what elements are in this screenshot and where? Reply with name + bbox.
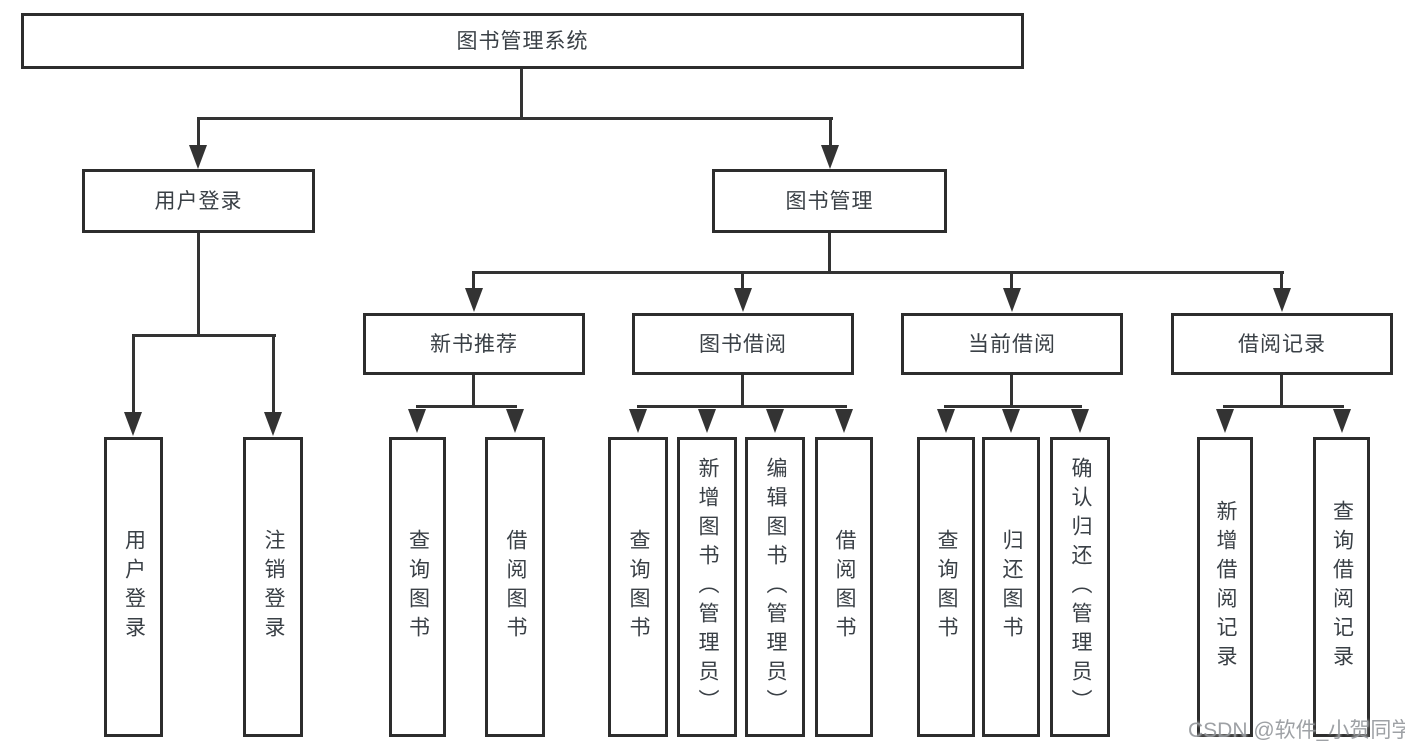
connector-bb-trunk [741,375,744,407]
leaf-query-book-borrow: 查询图书 [608,437,668,737]
leaf-logout: 注销登录 [243,437,303,737]
connector-br-trunk [1280,375,1283,407]
arrow-down-icon [465,288,483,312]
leaf-borrow-book: 借阅图书 [815,437,873,737]
arrow-down-icon [1002,409,1020,433]
node-current-borrow: 当前借阅 [901,313,1123,375]
leaf-query-borrow-record: 查询借阅记录 [1313,437,1370,737]
node-book-management-label: 图书管理 [785,189,874,213]
arrow-down-icon [1216,409,1234,433]
node-user-login: 用户登录 [82,169,315,233]
connector-drop-book-borrow [741,274,744,288]
leaf-user-login: 用户登录 [104,437,163,737]
arrow-down-icon [698,409,716,433]
connector-cb-bar [944,405,1082,408]
connector-cb-trunk [1010,375,1013,407]
arrow-down-icon [506,409,524,433]
node-root-label: 图书管理系统 [456,29,589,53]
arrow-down-icon [835,409,853,433]
arrow-down-icon [937,409,955,433]
arrow-down-icon [1273,288,1291,312]
connector-br-bar [1223,405,1344,408]
leaf-confirm-return-admin: 确认归还（管理员） [1050,437,1110,737]
arrow-down-icon [408,409,426,433]
connector-drop-book-mgmt [829,120,832,145]
arrow-down-icon [264,412,282,436]
connector-nbr-bar [416,405,517,408]
connector-nbr-trunk [472,375,475,407]
connector-drop-new-book [472,274,475,288]
connector-user-login-trunk [197,233,200,336]
connector-drop-leaf-user-login [132,337,135,412]
node-current-borrow-label: 当前借阅 [968,332,1056,356]
connector-drop-borrow-record [1280,274,1283,288]
arrow-down-icon [124,412,142,436]
leaf-query-book-recommend: 查询图书 [389,437,446,737]
arrow-down-icon [821,145,839,169]
node-new-book-recommend: 新书推荐 [363,313,585,375]
leaf-add-borrow-record: 新增借阅记录 [1197,437,1253,737]
node-book-borrow: 图书借阅 [632,313,854,375]
connector-drop-current-borrow [1010,274,1013,288]
connector-drop-user-login [197,120,200,145]
node-user-login-label: 用户登录 [154,189,243,213]
leaf-borrow-book-recommend: 借阅图书 [485,437,545,737]
arrow-down-icon [629,409,647,433]
node-new-book-recommend-label: 新书推荐 [430,332,518,356]
connector-book-mgmt-trunk [828,233,831,273]
arrow-down-icon [189,145,207,169]
node-book-borrow-label: 图书借阅 [699,332,787,356]
arrow-down-icon [766,409,784,433]
connector-drop-leaf-logout [272,337,275,412]
arrow-down-icon [1071,409,1089,433]
connector-book-mgmt-bar [472,271,1284,274]
node-borrow-record: 借阅记录 [1171,313,1393,375]
connector-root-bar [197,117,833,120]
connector-bb-bar [637,405,847,408]
leaf-return-book: 归还图书 [982,437,1040,737]
leaf-edit-book-admin: 编辑图书（管理员） [745,437,805,737]
connector-user-login-bar [132,334,276,337]
watermark: CSDN @软件_小贺同学 [1188,719,1405,742]
node-borrow-record-label: 借阅记录 [1238,332,1326,356]
node-book-management: 图书管理 [712,169,947,233]
connector-root-trunk [520,69,523,120]
leaf-query-book-current: 查询图书 [917,437,975,737]
arrow-down-icon [1333,409,1351,433]
arrow-down-icon [1003,288,1021,312]
leaf-add-book-admin: 新增图书（管理员） [677,437,737,737]
node-root: 图书管理系统 [21,13,1024,69]
arrow-down-icon [734,288,752,312]
